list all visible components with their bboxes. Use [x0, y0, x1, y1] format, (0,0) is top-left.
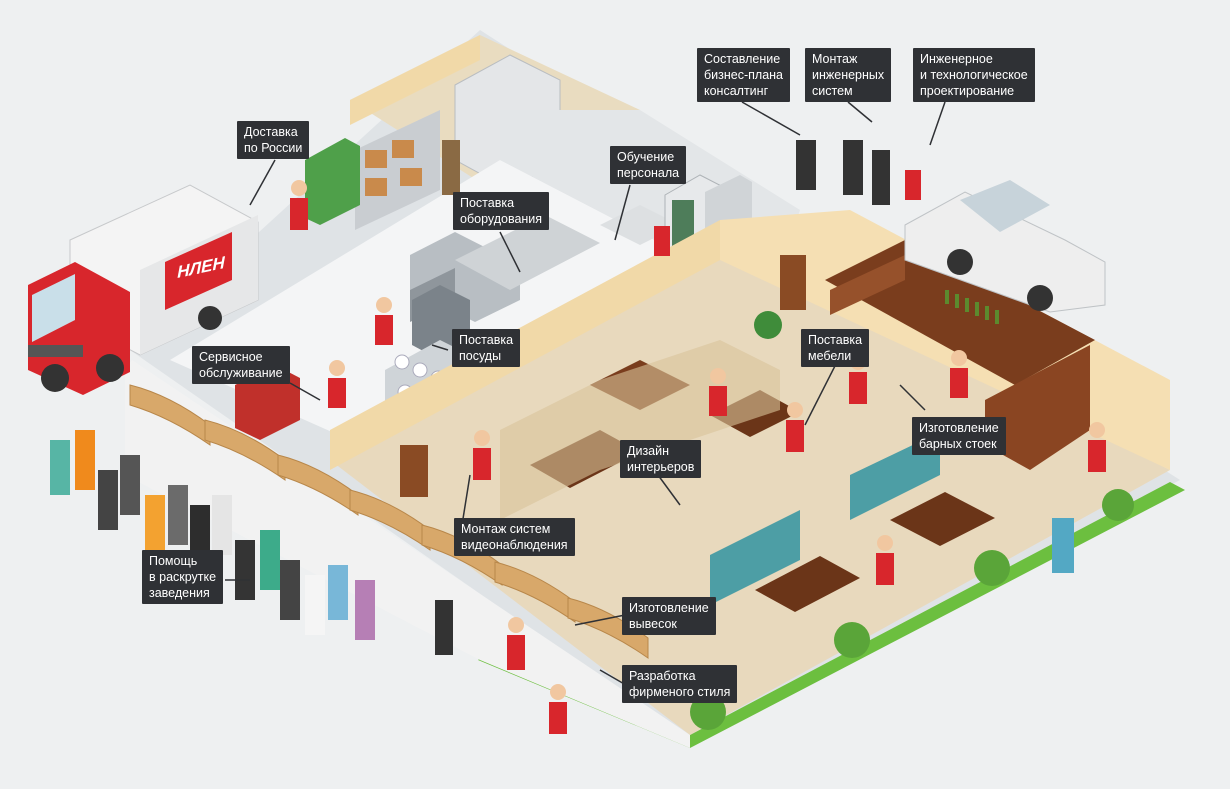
car-icon [904, 180, 1106, 313]
callout-furniture-supply: Поставка мебели [801, 329, 870, 367]
door-right [780, 255, 806, 310]
green-container [305, 138, 360, 225]
dining-wall-left [330, 220, 720, 470]
staff-figure-icon [50, 140, 1106, 734]
callout-cctv: Монтаж систем видеонаблюдения [454, 518, 575, 556]
callout-business-plan: Составление бизнес-плана консалтинг [697, 48, 791, 102]
callout-engineering-systems: Монтаж инженерных систем [805, 48, 892, 102]
bar-counter [825, 240, 1095, 470]
callout-corporate-style: Разработка фирменого стиля [622, 665, 738, 703]
callout-delivery-russia: Доставка по России [237, 121, 310, 159]
callout-promotion: Помощь в раскрутке заведения [142, 550, 224, 604]
callout-staff-training: Обучение персонала [610, 146, 687, 184]
callout-bar-counters: Изготовление барных стоек [912, 417, 1006, 455]
callout-signs: Изготовление вывесок [622, 597, 716, 635]
bushes [690, 311, 1134, 730]
callout-service: Сервисное обслуживание [192, 346, 290, 384]
storage-room-wall [350, 35, 480, 125]
delivery-truck-icon [28, 184, 259, 395]
callout-leaders [225, 101, 946, 686]
storage-shelves [355, 110, 440, 230]
callout-equipment-supply: Поставка оборудования [453, 192, 550, 230]
callout-dishes-supply: Поставка посуды [452, 329, 521, 367]
callout-interior-design: Дизайн интерьеров [620, 440, 702, 478]
door-left [400, 445, 428, 497]
dining-furniture [500, 340, 995, 612]
callout-engineering-design: Инженерное и технологическое проектирова… [913, 48, 1035, 102]
